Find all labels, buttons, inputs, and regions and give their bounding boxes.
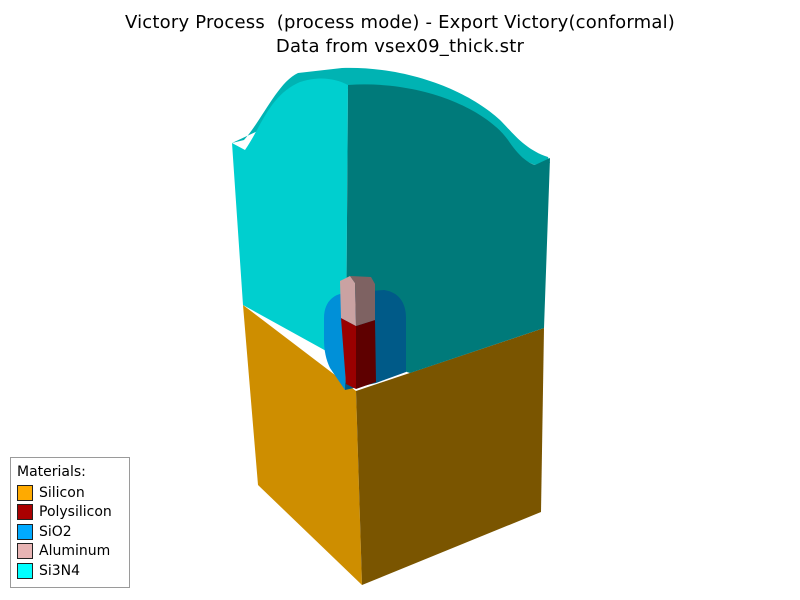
poly-front-face xyxy=(341,318,356,389)
sio2-swatch xyxy=(17,523,33,540)
alu-front-face xyxy=(340,276,356,326)
si3n4-swatch xyxy=(17,562,33,579)
legend-item-aluminum: Aluminum xyxy=(17,542,123,562)
legend-label: SiO2 xyxy=(39,523,72,540)
nitride-front-face xyxy=(232,78,348,352)
poly-side-face xyxy=(356,320,376,389)
aluminum-swatch xyxy=(17,543,33,560)
materials-legend: Materials: Silicon Polysilicon SiO2 Alum… xyxy=(10,457,130,588)
silicon-side-face xyxy=(356,328,544,585)
legend-label: Si3N4 xyxy=(39,562,81,579)
legend-label: Silicon xyxy=(39,484,85,501)
legend-label: Aluminum xyxy=(39,543,111,560)
silicon-swatch xyxy=(17,484,33,501)
plot-title: Victory Process (process mode) - Export … xyxy=(124,12,676,33)
silicon-front-face xyxy=(243,305,362,585)
legend-item-silicon: Silicon xyxy=(17,483,123,503)
legend-label: Polysilicon xyxy=(39,504,112,521)
legend-item-si3n4: Si3N4 xyxy=(17,561,123,581)
legend-item-sio2: SiO2 xyxy=(17,522,123,542)
alu-side-face xyxy=(350,276,375,326)
plot-subtitle: Data from vsex09_thick.str xyxy=(275,36,525,57)
legend-heading: Materials: xyxy=(17,464,86,480)
legend-item-polysilicon: Polysilicon xyxy=(17,503,123,523)
polysilicon-swatch xyxy=(17,504,33,521)
